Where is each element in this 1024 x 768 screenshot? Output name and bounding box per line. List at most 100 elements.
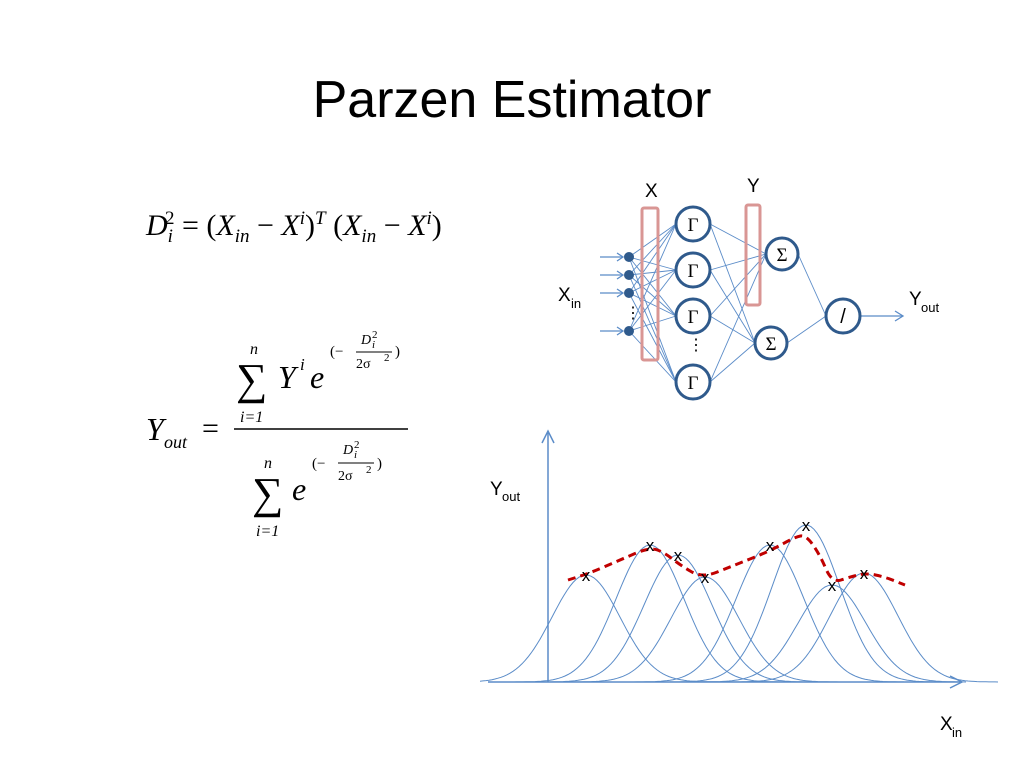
input-pattern-link xyxy=(628,292,677,383)
plot-y-label-sub: out xyxy=(502,489,520,504)
pattern-sum-link xyxy=(709,223,767,255)
den-e: e xyxy=(292,471,306,507)
pattern-sum-link xyxy=(709,253,767,271)
y-out-symbol: Y xyxy=(146,411,167,447)
num-y-sup: i xyxy=(300,355,305,374)
pattern-sum-link xyxy=(709,223,756,344)
pattern-node-symbol: Γ xyxy=(688,373,699,394)
close-1: ) xyxy=(305,209,316,242)
kernel-curve xyxy=(670,524,940,683)
input-pattern-link xyxy=(628,315,677,332)
input-pattern-link xyxy=(628,256,677,383)
den-exp-d: D xyxy=(342,443,353,458)
input-layer-label: X xyxy=(645,181,658,202)
sample-x-marker: x xyxy=(860,564,869,583)
x-i-1: X xyxy=(281,209,300,242)
den-exp-close: ) xyxy=(377,456,382,472)
input-arrowhead xyxy=(616,252,625,262)
kernel-curve xyxy=(449,574,721,683)
pattern-node-symbol: Γ xyxy=(688,261,699,282)
minus-1: − xyxy=(256,209,274,242)
d-sup: 2 xyxy=(164,208,175,229)
divide-node-symbol: / xyxy=(840,306,846,328)
den-exp-den: 2σ xyxy=(338,469,353,484)
equals-open: = ( xyxy=(181,209,217,242)
input-pattern-link xyxy=(628,223,677,276)
input-ellipsis: ⋮ xyxy=(625,305,641,322)
pattern-node xyxy=(674,251,712,289)
num-exp-d-sub: i xyxy=(372,339,375,351)
network-connections xyxy=(600,223,905,383)
num-exp-open: (− xyxy=(330,344,343,360)
y-axis-arrow xyxy=(541,429,555,444)
den-sum-lower: i=1 xyxy=(256,523,279,540)
i-sup-2: i xyxy=(426,208,432,229)
input-pattern-link xyxy=(628,223,677,258)
num-sum-upper: n xyxy=(250,341,258,358)
i-sup-1: i xyxy=(299,208,306,229)
input-pattern-link xyxy=(628,292,677,317)
input-pattern-link xyxy=(628,223,677,332)
input-pattern-link xyxy=(628,269,677,332)
minus-2: − xyxy=(383,209,401,242)
x-in-2: X xyxy=(343,209,362,242)
input-arrowhead xyxy=(616,270,625,280)
num-sum-symbol: ∑ xyxy=(236,355,267,404)
divide-node xyxy=(824,297,862,335)
sample-x-marker: x xyxy=(674,546,683,565)
den-exp-den-sup: 2 xyxy=(366,464,372,476)
sum-divide-link xyxy=(797,253,827,317)
sum-divide-link xyxy=(786,315,827,344)
pattern-node xyxy=(674,205,712,243)
pattern-sum-link xyxy=(709,342,756,383)
distance-equation: Di2 = (Xin − Xi)T (Xin − Xi) xyxy=(146,208,442,248)
y-out-label-sub: out xyxy=(921,300,939,315)
den-exp-open: (− xyxy=(312,456,325,472)
num-y: Y xyxy=(278,359,299,395)
den-exp-d-sub: i xyxy=(354,449,357,461)
parzen-estimate-curve xyxy=(567,534,906,587)
num-exp-den: 2σ xyxy=(356,357,371,372)
y-layer-box xyxy=(744,203,762,307)
pattern-node xyxy=(674,297,712,335)
plot-x-label: X xyxy=(940,714,953,735)
sample-x-marker: x xyxy=(802,516,811,535)
pattern-node-symbol: Γ xyxy=(688,307,699,328)
close-2: ) xyxy=(431,209,442,242)
slide-title: Parzen Estimator xyxy=(312,71,712,129)
x-i-2: X xyxy=(408,209,427,242)
d-sub: i xyxy=(167,226,173,247)
x-in-label: X xyxy=(558,285,571,306)
pattern-sum-link xyxy=(709,253,767,383)
pattern-ellipsis: ⋮ xyxy=(688,337,704,354)
equals-sign: = xyxy=(202,412,219,445)
t-sup: T xyxy=(315,208,326,229)
den-exp-d-sup: 2 xyxy=(354,439,360,451)
x-axis-arrow xyxy=(949,675,964,689)
input-arrowhead xyxy=(616,288,625,298)
open-2: ( xyxy=(333,209,344,242)
kernel-curve xyxy=(696,584,967,683)
sample-x-marker: x xyxy=(646,536,655,555)
y-layer-label: Y xyxy=(747,176,760,197)
input-layer-box xyxy=(640,206,660,362)
sample-x-marker: x xyxy=(701,568,710,587)
y-out-sub: out xyxy=(164,432,188,452)
kernel-curve xyxy=(513,544,784,683)
input-pattern-link xyxy=(628,330,677,383)
d-symbol: D xyxy=(146,209,168,242)
num-sum-lower: i=1 xyxy=(240,409,263,426)
den-sum-symbol: ∑ xyxy=(252,469,283,518)
den-sum-upper: n xyxy=(264,455,272,472)
kernel-curve xyxy=(633,544,904,683)
input-node xyxy=(624,252,634,262)
kernel-curves xyxy=(449,524,999,683)
num-exp-den-sup: 2 xyxy=(384,352,390,364)
plot-x-label-sub: in xyxy=(952,725,962,740)
kernel-curve xyxy=(541,554,812,683)
input-node xyxy=(624,288,634,298)
